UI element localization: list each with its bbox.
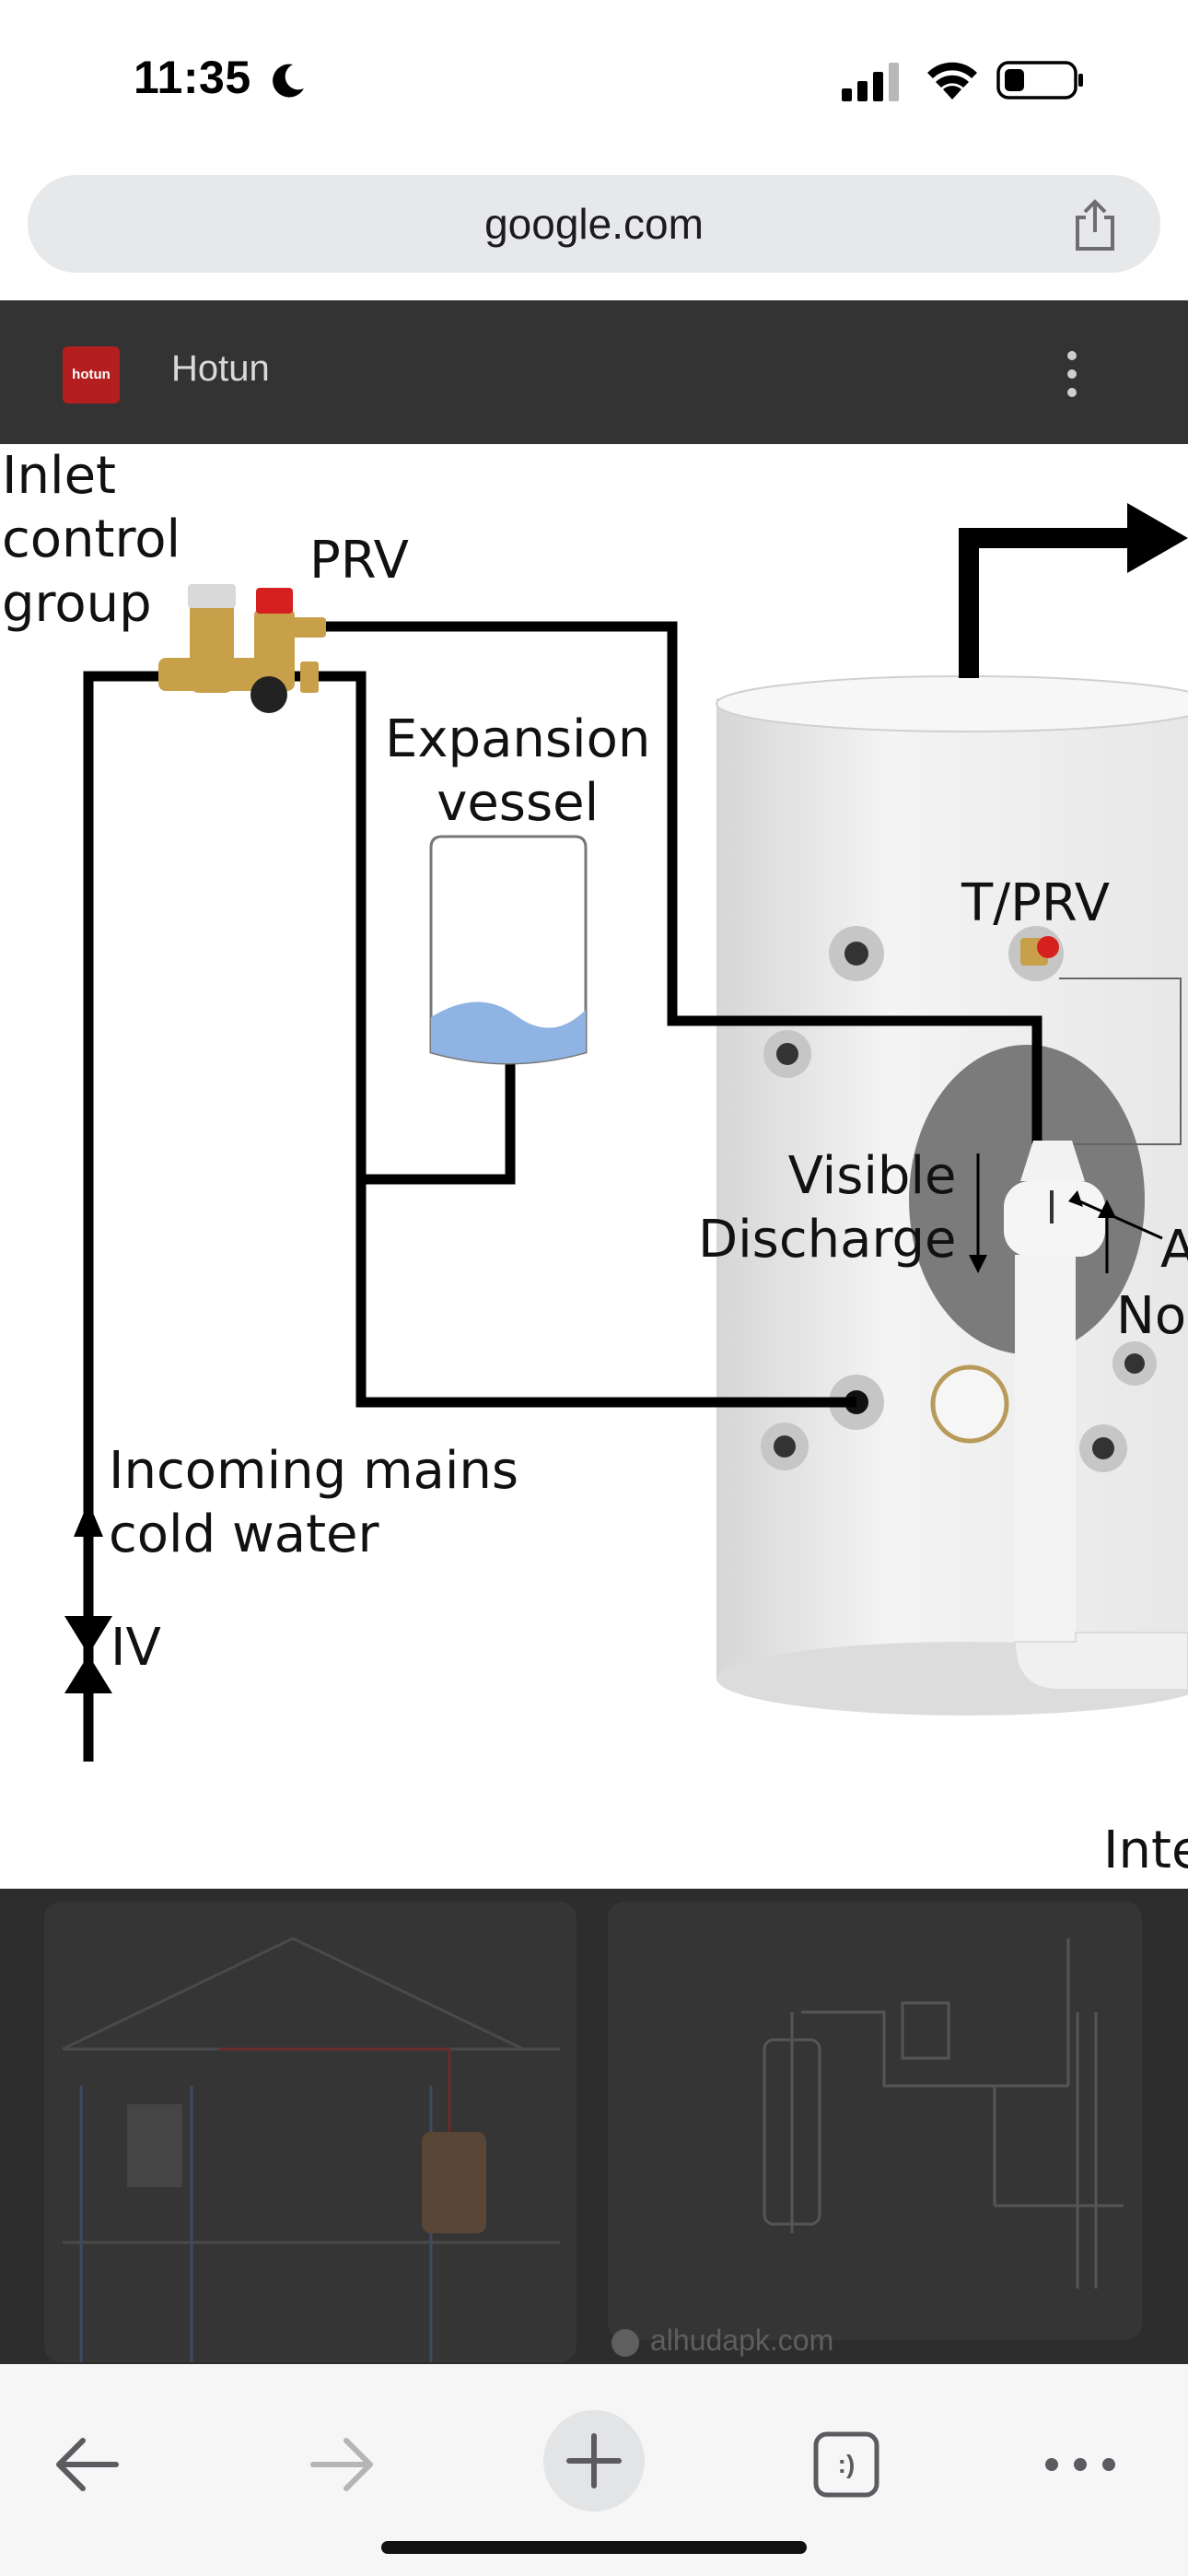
wifi-icon xyxy=(927,62,977,100)
house-diagram-thumbnail xyxy=(62,1937,560,2362)
related-results: alhudapk.com xyxy=(0,1889,1188,2364)
forward-button[interactable] xyxy=(291,2414,392,2515)
result-source-text: alhudapk.com xyxy=(650,2324,834,2357)
cylinder xyxy=(716,675,1188,1715)
plus-icon xyxy=(566,2433,622,2488)
label-inte-partial: Inte xyxy=(1103,1821,1188,1880)
new-tab-button[interactable] xyxy=(543,2410,645,2512)
label-no-partial: No xyxy=(1116,1286,1187,1346)
more-vert-icon[interactable] xyxy=(1063,346,1081,402)
url-text[interactable]: google.com xyxy=(484,200,704,248)
tabs-icon xyxy=(813,2431,879,2498)
globe-icon xyxy=(611,2328,639,2357)
result-source[interactable]: alhudapk.com xyxy=(611,2324,833,2358)
result-thumbnail[interactable] xyxy=(608,1902,1142,2340)
diagram-graphic xyxy=(64,503,1188,1762)
tabs-glyph: :) xyxy=(837,2450,856,2478)
moon-icon xyxy=(273,64,304,98)
back-button[interactable] xyxy=(37,2414,138,2515)
label-prv: PRV xyxy=(309,531,409,591)
address-bar[interactable]: google.com xyxy=(28,175,1160,273)
label-a-partial: A xyxy=(1160,1220,1188,1280)
label-t-prv: T/PRV xyxy=(961,873,1110,933)
status-bar: 11:35 xyxy=(0,0,1188,166)
signal-icon xyxy=(842,63,899,101)
more-horiz-icon[interactable] xyxy=(1030,2414,1131,2515)
home-indicator xyxy=(381,2541,807,2554)
inlet-control-group-valve xyxy=(158,584,326,713)
label-iv: IV xyxy=(111,1618,161,1678)
status-time: 11:35 xyxy=(134,52,251,103)
battery-icon xyxy=(996,61,1083,100)
site-name[interactable]: Hotun xyxy=(171,348,270,389)
result-thumbnail[interactable] xyxy=(44,1902,577,2362)
site-header: hotun Hotun xyxy=(0,300,1188,444)
bottom-toolbar: :) xyxy=(0,2364,1188,2576)
tabs-button[interactable]: :) xyxy=(796,2414,897,2515)
share-icon[interactable] xyxy=(1070,199,1120,252)
plumbing-diagram-thumbnail xyxy=(763,1938,1124,2289)
site-logo[interactable]: hotun xyxy=(63,346,120,404)
